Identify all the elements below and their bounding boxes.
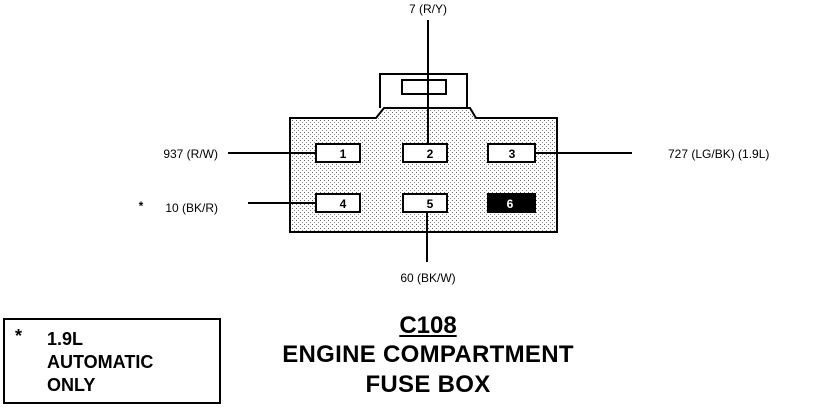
wire-left-lower-label: 10 (BK/R) xyxy=(165,201,218,215)
connector-id: C108 xyxy=(399,312,457,339)
asterisk-mark: * xyxy=(139,199,144,213)
pin-6-label: 6 xyxy=(507,197,514,211)
legend-box: * 1.9L AUTOMATIC ONLY xyxy=(3,318,221,404)
pin-3: 3 xyxy=(487,143,536,163)
pin-2: 2 xyxy=(402,143,448,163)
legend-text: 1.9L AUTOMATIC ONLY xyxy=(47,329,154,395)
legend-mark: * xyxy=(15,326,23,346)
pin-1-label: 1 xyxy=(340,147,347,161)
wire-right-upper-label: 727 (LG/BK) (1.9L) xyxy=(668,147,769,161)
pin-5: 5 xyxy=(402,193,448,213)
wire-top-label: 7 (R/Y) xyxy=(409,2,447,16)
pin-6: 6 xyxy=(487,193,536,213)
pin-4-label: 4 xyxy=(340,197,347,211)
diagram-caption: C108 ENGINE COMPARTMENT FUSE BOX xyxy=(250,312,606,400)
pin-3-label: 3 xyxy=(509,147,516,161)
pin-4: 4 xyxy=(315,193,361,213)
pin-1: 1 xyxy=(315,143,361,163)
caption-line-1: ENGINE COMPARTMENT xyxy=(282,341,574,368)
pin-5-label: 5 xyxy=(427,197,434,211)
wire-left-upper-label: 937 (R/W) xyxy=(163,147,218,161)
wire-bottom-label: 60 (BK/W) xyxy=(400,271,455,285)
pin-2-label: 2 xyxy=(427,147,434,161)
caption-line-2: FUSE BOX xyxy=(365,371,491,398)
